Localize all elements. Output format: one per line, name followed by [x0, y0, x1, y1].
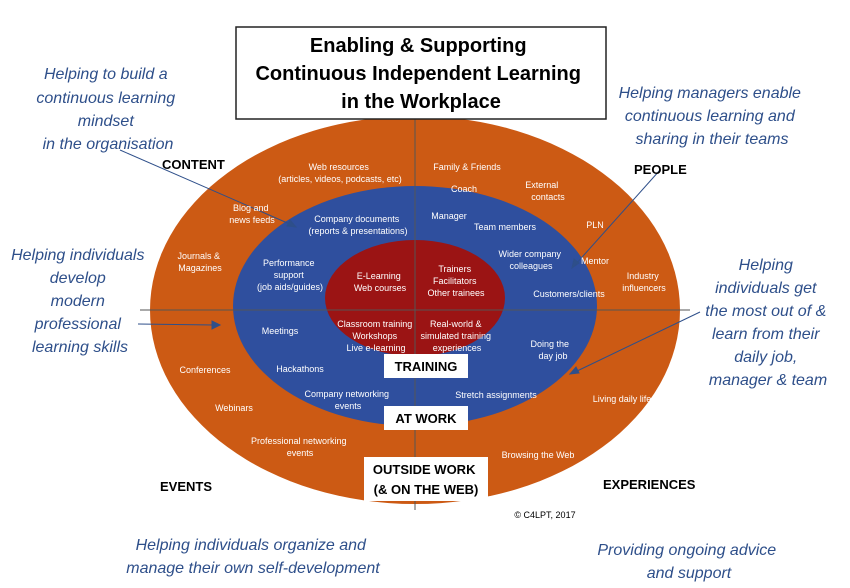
at-work-label: AT WORK — [395, 411, 457, 426]
callout-bottom-right: Providing ongoing advice and support — [597, 542, 780, 582]
copyright: © C4LPT, 2017 — [514, 510, 575, 520]
callout-mid-left: Helping individuals develop modern profe… — [11, 247, 149, 356]
item-team-members: Team members — [474, 222, 537, 232]
quadrant-events: EVENTS — [160, 479, 212, 494]
callout-top-right: Helping managers enable continuous learn… — [619, 85, 806, 148]
item-manager: Manager — [431, 211, 467, 221]
item-trainers: Trainers Facilitators Other trainees — [427, 264, 485, 298]
title-box — [235, 26, 607, 120]
outside-work-label: OUTSIDE WORK (& ON THE WEB) — [373, 462, 479, 497]
callout-top-left: Helping to build a continuous learning m… — [36, 66, 179, 153]
item-company-documents: Company documents (reports & presentatio… — [308, 214, 407, 236]
item-blog-news: Blog and news feeds — [229, 203, 275, 225]
item-realworld-experiences: Real-world & simulated training experien… — [420, 319, 493, 353]
callout-mid-right: Helping individuals get the most out of … — [705, 257, 830, 389]
item-coach: Coach — [451, 184, 477, 194]
item-conferences: Conferences — [179, 365, 231, 375]
item-family-friends: Family & Friends — [433, 162, 501, 172]
item-web-resources: Web resources (articles, videos, podcast… — [278, 162, 402, 184]
item-pln: PLN — [586, 220, 604, 230]
quadrant-content: CONTENT — [162, 157, 225, 172]
item-stretch-assignments: Stretch assignments — [455, 390, 537, 400]
item-browsing-web: Browsing the Web — [502, 450, 575, 460]
item-wider-colleagues: Wider company colleagues — [498, 249, 563, 271]
at-work-label-box — [384, 406, 468, 430]
item-professional-networking: Professional networking events — [251, 436, 349, 458]
item-industry-influencers: Industry influencers — [622, 271, 666, 293]
item-doing-day-job: Doing the day job — [530, 339, 571, 361]
callout-bottom-left: Helping individuals organize and manage … — [126, 537, 380, 577]
item-classroom-training: Classroom training Workshops Live e-lear… — [337, 319, 415, 353]
item-customers-clients: Customers/clients — [533, 289, 605, 299]
item-performance-support: Performance support (job aids/guides) — [257, 258, 323, 292]
quadrant-people: PEOPLE — [634, 162, 687, 177]
item-company-networking: Company networking events — [304, 389, 391, 411]
item-external-contacts: External contacts — [525, 180, 565, 202]
item-mentor: Mentor — [581, 256, 609, 266]
item-elearning: E-Learning Web courses — [354, 271, 407, 293]
training-label-box — [384, 354, 468, 378]
item-meetings: Meetings — [262, 326, 299, 336]
item-hackathons: Hackathons — [276, 364, 324, 374]
item-webinars: Webinars — [215, 403, 253, 413]
quadrant-experiences: EXPERIENCES — [603, 477, 696, 492]
item-living-daily-life: Living daily life — [593, 394, 652, 404]
training-label: TRAINING — [395, 359, 458, 374]
item-journals: Journals & Magazines — [177, 251, 222, 273]
outside-work-label-box — [364, 457, 488, 501]
title: Enabling & Supporting Continuous Indepen… — [255, 35, 586, 113]
callout-arrows — [119, 149, 701, 375]
